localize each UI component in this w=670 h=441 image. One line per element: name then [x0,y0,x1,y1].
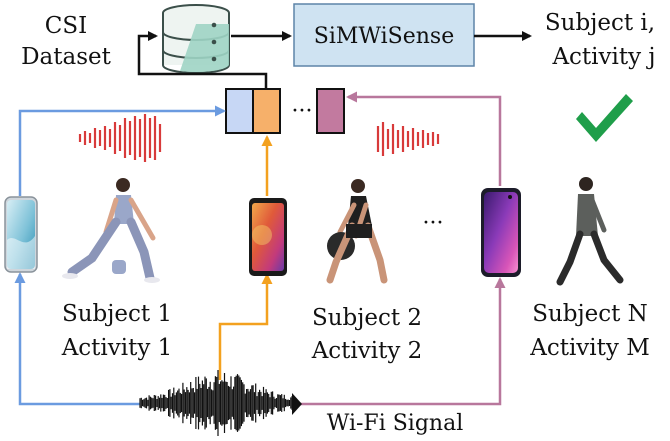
database-icon [162,4,230,74]
model-box [293,3,475,67]
activity-m-label: Activity M [529,335,650,361]
subjects-ellipsis: ··· [423,211,444,236]
buffer-ellipsis: ··· [292,99,313,124]
activity-1-label: Activity 1 [61,335,173,361]
buffer-cell-orange [252,88,281,134]
csi-buffer: ··· [225,88,345,134]
buffer-cell-mauve [316,88,345,134]
phone-icon [4,196,38,273]
output-line1: Subject i, [545,10,655,36]
person-icon [326,179,388,284]
mauve-signal-path [298,277,506,406]
dataset-label-line1: CSI [45,13,87,39]
person-icon [62,178,160,283]
person-icon [556,177,624,286]
output-line2: Activity j [551,44,655,70]
orange-signal-path [218,273,273,380]
phone-icon [481,188,521,277]
mauve-uplink-arrow [346,91,502,186]
waveform-icon [78,114,162,162]
activity-2-label: Activity 2 [311,338,423,364]
phone-icon [249,198,287,276]
model-label: SiMWiSense [314,24,454,49]
waveform-icon [376,122,440,156]
blue-uplink-arrow [18,105,226,196]
blue-signal-path [14,272,140,406]
buffer-cell-blue [225,88,254,134]
dataset-label-line2: Dataset [21,44,112,70]
wifi-waveform-icon [139,370,302,436]
subject-n-label: Subject N [532,301,648,327]
signal-label: Wi-Fi Signal [327,411,464,436]
subject-2-label: Subject 2 [312,305,422,331]
subject-1-label: Subject 1 [62,301,172,327]
buffer-to-dataset-arrow [137,31,268,90]
check-icon [576,94,633,142]
